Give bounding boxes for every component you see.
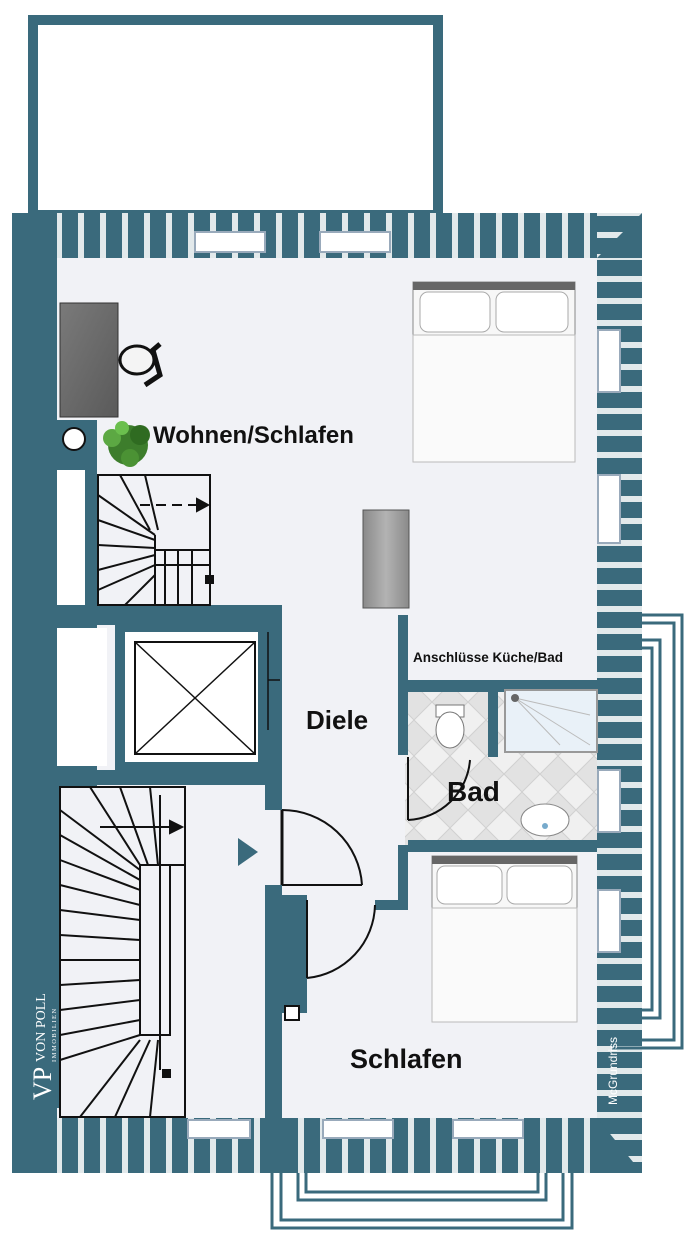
plant-icon xyxy=(103,421,150,467)
bed-top-icon xyxy=(412,281,576,463)
room-label-wohnen-schlafen: Wohnen/Schlafen xyxy=(153,422,354,449)
room-label-schlafen: Schlafen xyxy=(350,1044,463,1074)
balcony-top xyxy=(28,15,443,220)
top-windows xyxy=(194,231,391,253)
bottom-balcony xyxy=(270,1173,574,1230)
brand-logo: VP VON POLL IMMOBILIEN xyxy=(28,993,58,1100)
sink-icon xyxy=(520,803,570,837)
bed-bottom-icon xyxy=(431,855,578,1023)
right-windows xyxy=(597,329,621,953)
brand-company: VON POLL xyxy=(34,993,49,1062)
room-label-bad: Bad xyxy=(447,776,500,807)
shaft xyxy=(125,632,280,762)
desk-icon xyxy=(59,302,119,418)
brand-company-sub: IMMOBILIEN xyxy=(51,1007,58,1062)
chimney-icon xyxy=(62,427,86,451)
bottom-windows xyxy=(187,1119,524,1139)
shower-icon xyxy=(504,689,598,753)
credit-label: McGrundriss xyxy=(606,1037,620,1105)
doors xyxy=(280,757,471,979)
vent-icon xyxy=(284,1005,300,1021)
right-balcony xyxy=(612,613,684,1050)
chair-icon xyxy=(118,342,163,388)
room-label-diele: Diele xyxy=(306,705,368,735)
entrance-arrow-icon xyxy=(238,838,258,866)
cabinet-icon xyxy=(362,509,410,609)
upper-stair xyxy=(97,474,214,606)
brand-logo-mark: VP xyxy=(28,1067,57,1100)
lower-stair xyxy=(59,786,186,1118)
annotation-anschluesse: Anschlüsse Küche/Bad xyxy=(413,650,563,665)
toilet-icon xyxy=(435,704,465,749)
